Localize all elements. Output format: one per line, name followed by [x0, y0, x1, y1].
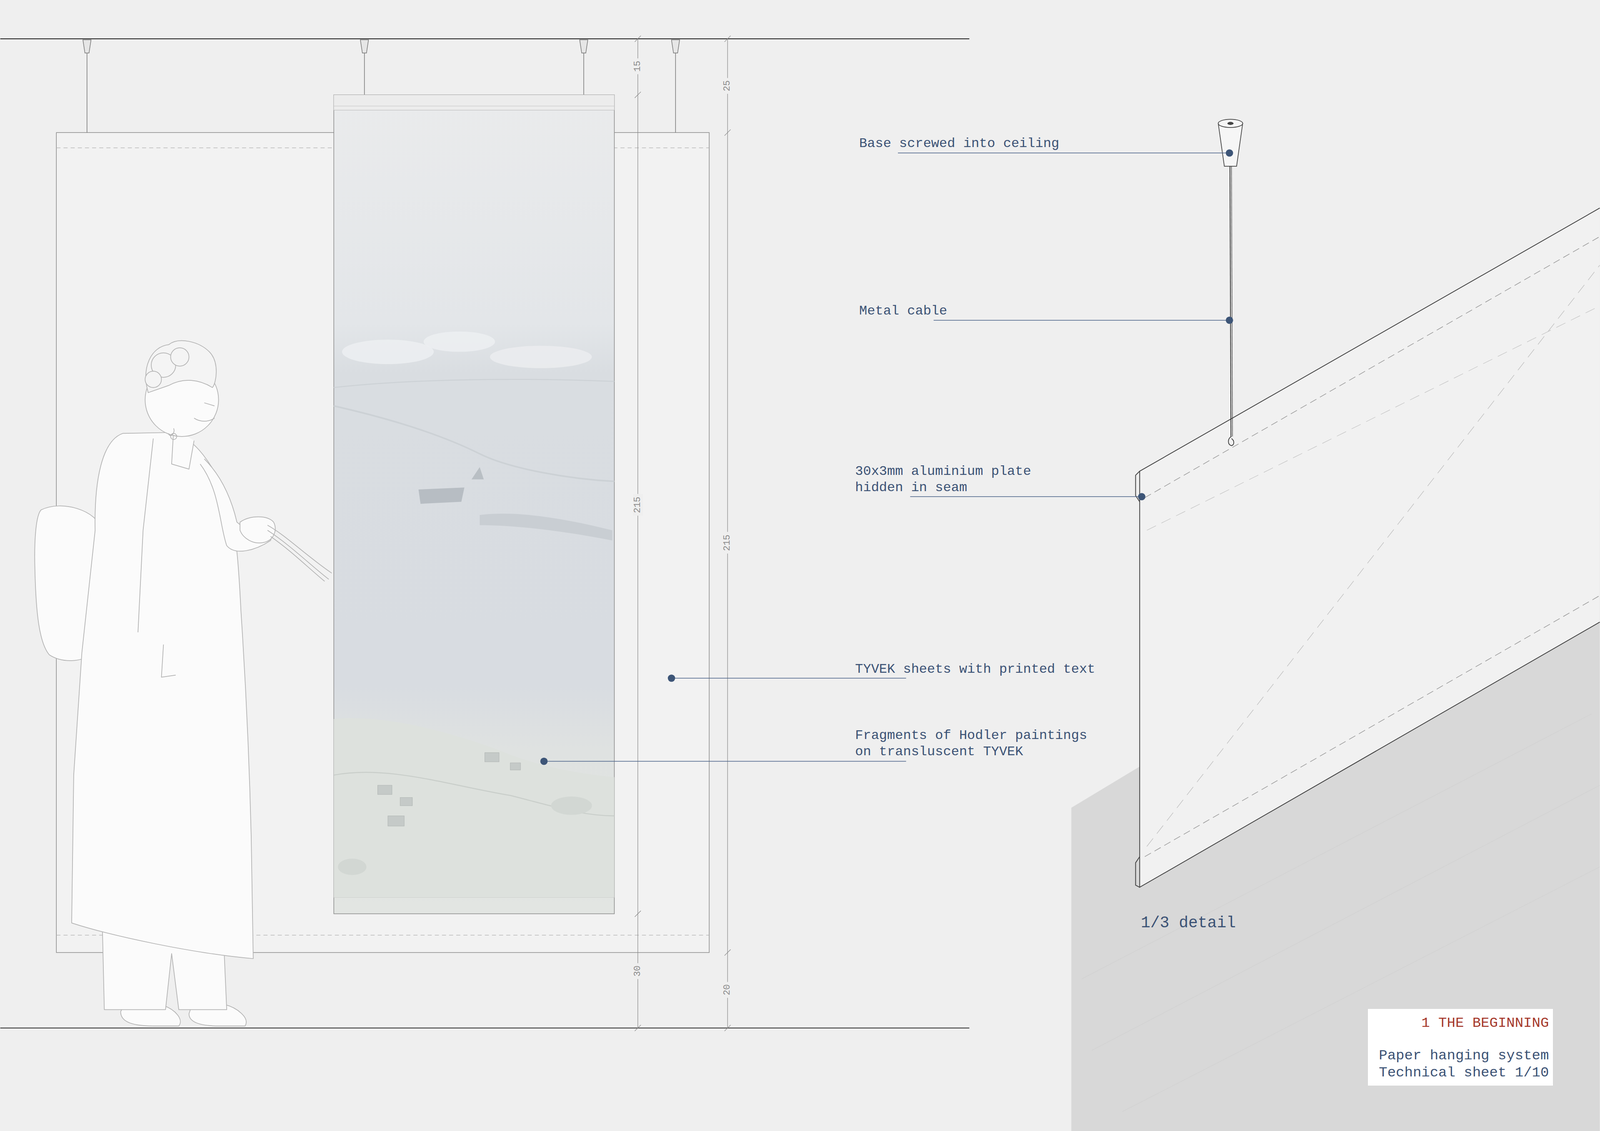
painting-fragment: [387, 816, 405, 827]
callout-text: Metal cable: [859, 302, 948, 320]
dimension-number: 215: [632, 494, 643, 516]
callout-text: Fragments of Hodler paintings on translu…: [855, 727, 1095, 760]
cable-base: [1218, 119, 1243, 128]
visitor-figure: [267, 525, 332, 582]
callout-text: Base screwed into ceiling: [859, 135, 1060, 153]
room-lines: [0, 38, 970, 1029]
painting-fragment: [423, 331, 495, 353]
painting-fragment: [333, 772, 615, 817]
visitor-figure: [194, 402, 215, 422]
leader-line: [671, 677, 907, 679]
visitor-figure: [240, 517, 276, 544]
title-block: 1 THE BEGINNING Paper hanging system Tech…: [1367, 1009, 1553, 1086]
visitor-figure: [170, 347, 189, 367]
painting-fragment: [333, 95, 615, 915]
cable-base: [1230, 166, 1231, 437]
leader-line: [933, 320, 1230, 321]
detail-scale: 1/3 detail: [1140, 913, 1236, 933]
leader-dot: [540, 149, 1234, 765]
sheet-title: 1 THE BEGINNING: [1378, 1015, 1549, 1033]
dimension-number: 215: [722, 532, 733, 554]
painting-fragment: [479, 513, 613, 541]
painting-fragment: [485, 752, 500, 763]
detail-sheet: [1139, 207, 1600, 888]
ceiling-hook: [583, 52, 584, 95]
visitor-figure: [161, 644, 176, 678]
cable-base: [1218, 123, 1243, 167]
painting-fragment: [471, 467, 484, 480]
ceiling-hook: [82, 39, 92, 53]
dimension-line: [637, 38, 638, 1029]
leader-dot: [667, 674, 676, 683]
cable-base: [1231, 166, 1233, 437]
visitor-figure: [137, 438, 154, 633]
ceiling-hook: [675, 52, 676, 133]
painting-fragment: [400, 797, 413, 806]
ceiling-hook: [86, 52, 88, 133]
painting-fragment: [490, 345, 593, 369]
painting-fragment: [333, 95, 615, 915]
painting-fragment: [333, 110, 615, 111]
ceiling-hook: [671, 39, 680, 53]
room-lines: [0, 1027, 970, 1029]
detail-sheet: [1146, 265, 1600, 847]
painting-fragment: [510, 762, 521, 770]
sheet-subtitle: Paper hanging system Technical sheet 1/1…: [1378, 1047, 1549, 1082]
dimension-line: [634, 35, 731, 1032]
cable-base: [1228, 436, 1234, 446]
painting-fragment: [333, 379, 615, 388]
leader-dot: [1137, 492, 1146, 501]
ceiling-hook: [579, 39, 588, 53]
leader-dot: [1225, 316, 1234, 325]
painting-fragment: [333, 105, 615, 107]
leader-line: [910, 496, 1142, 498]
ceiling-hook: [364, 52, 365, 95]
detail-sheet: [1135, 856, 1140, 888]
painting-fragment: [337, 858, 367, 875]
dimension-number: 20: [722, 981, 733, 998]
leader-line: [897, 152, 1230, 153]
detail-sheet: [1144, 595, 1600, 858]
cable-base: [1218, 119, 1243, 446]
painting-fragment: [418, 487, 465, 504]
cable-base: [1227, 122, 1234, 125]
painting-fragment: [377, 785, 392, 795]
painting-fragment: [333, 95, 615, 111]
leader-line: [544, 761, 907, 762]
leader-dot: [1225, 149, 1234, 157]
detail-sheet: [1146, 305, 1600, 531]
painting-fragment: [342, 339, 434, 365]
visitor-figure: [34, 340, 332, 1027]
painting-fragment: [333, 405, 615, 482]
detail-sheet: [1139, 207, 1600, 888]
dimension-number: 30: [632, 963, 643, 980]
leader-line: [544, 152, 1230, 762]
painting-fragment: [551, 796, 593, 815]
dimension-number: 25: [722, 77, 733, 94]
callout-text: 30x3mm aluminium plate hidden in seam: [855, 463, 1040, 496]
painting-fragment: [333, 718, 615, 898]
visitor-figure: [170, 433, 177, 440]
room-lines: [0, 38, 970, 40]
detail-sheet: [1135, 207, 1600, 888]
visitor-figure: [145, 371, 162, 388]
callout-text: TYVEK sheets with printed text: [855, 661, 1095, 678]
dimension-number: 15: [632, 58, 643, 75]
leader-dot: [540, 757, 548, 766]
detail-sheet: [1144, 236, 1600, 498]
ceiling-hook: [360, 39, 369, 53]
dimension-line: [634, 35, 731, 1032]
